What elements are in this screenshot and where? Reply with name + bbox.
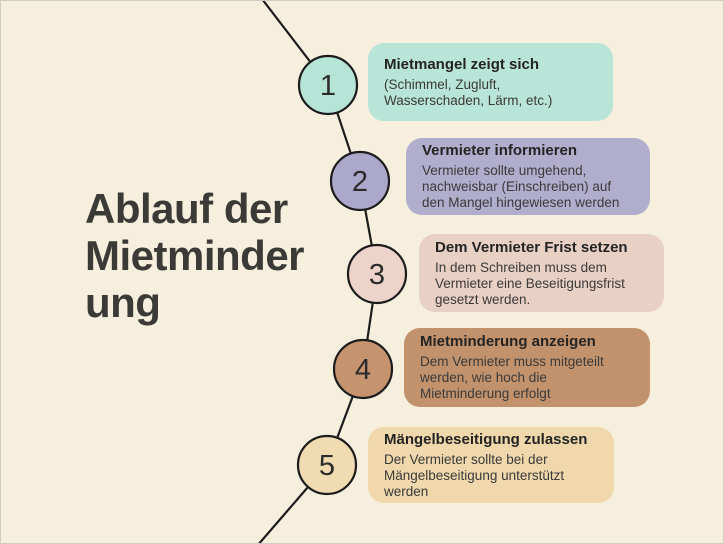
step-card-3: Dem Vermieter Frist setzen In dem Schrei… (419, 234, 664, 312)
step-card-4: Mietminderung anzeigen Dem Vermieter mus… (404, 328, 650, 407)
step-body-3: In dem Schreiben muss dem Vermieter eine… (435, 259, 625, 307)
step-title-2: Vermieter informieren (422, 142, 578, 159)
step-body-1: (Schimmel, Zugluft, Wasserschaden, Lärm,… (384, 76, 553, 108)
step-number-4: 4 (355, 354, 371, 386)
step-body-2: Vermieter sollte umgehend, nachweisbar (… (422, 163, 620, 210)
step-title-4: Mietminderung anzeigen (420, 333, 596, 350)
page-title: Ablauf der Mietminderung (85, 185, 305, 326)
step-circle-3 (346, 243, 408, 305)
step-circle-2 (329, 150, 391, 212)
step-card-1: Mietmangel zeigt sich (Schimmel, Zugluft… (368, 43, 613, 121)
step-number-1: 1 (320, 70, 336, 102)
step-title-1: Mietmangel zeigt sich (384, 55, 540, 73)
step-circle-5 (296, 434, 358, 496)
step-card-2: Vermieter informieren Vermieter sollte u… (406, 138, 650, 215)
step-number-3: 3 (369, 259, 385, 291)
step-circle-4 (332, 338, 394, 400)
step-title-5: Mängelbeseitigung zulassen (384, 430, 588, 448)
step-body-4: Dem Vermieter muss mitgeteilt werden, wi… (420, 354, 604, 401)
step-body-5: Der Vermieter sollte bei der Mängelbesei… (384, 451, 565, 499)
step-number-2: 2 (352, 166, 368, 198)
step-circle-1 (297, 54, 359, 116)
step-number-5: 5 (319, 450, 335, 482)
step-title-3: Dem Vermieter Frist setzen (435, 238, 628, 256)
step-card-5: Mängelbeseitigung zulassen Der Vermieter… (368, 427, 614, 503)
